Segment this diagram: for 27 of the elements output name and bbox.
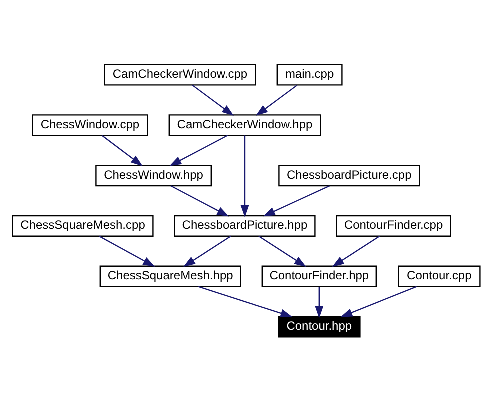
arrow	[332, 235, 380, 267]
node-box: ContourFinder.cpp	[336, 214, 452, 236]
arrow	[184, 235, 232, 267]
arrow	[102, 134, 144, 166]
node-box: main.cpp	[276, 64, 343, 86]
arrow	[192, 84, 234, 116]
arrow	[315, 286, 324, 318]
arrow	[198, 286, 293, 318]
node-box: ChessWindow.cpp	[32, 114, 148, 136]
arrow	[170, 185, 230, 216]
arrow	[240, 135, 250, 217]
node-box: CamCheckerWindow.cpp	[104, 64, 256, 86]
node-box: ChessWindow.hpp	[96, 164, 212, 186]
node-box: ChessSquareMesh.cpp	[12, 214, 154, 236]
node-box: ContourFinder.hpp	[262, 265, 377, 287]
arrow	[258, 235, 306, 267]
arrow	[263, 184, 330, 216]
node-box: CamCheckerWindow.hpp	[168, 114, 322, 136]
arrow	[99, 235, 156, 266]
node-box: ChessboardPicture.hpp	[174, 214, 316, 236]
node-box: ChessSquareMesh.hpp	[100, 265, 242, 287]
arrow	[340, 286, 418, 317]
node-box: ChessboardPicture.cpp	[278, 164, 420, 186]
arrow	[256, 84, 298, 116]
arrow	[170, 134, 228, 166]
node-box: Contour.cpp	[398, 265, 481, 287]
node-box: Contour.hpp	[278, 316, 361, 338]
